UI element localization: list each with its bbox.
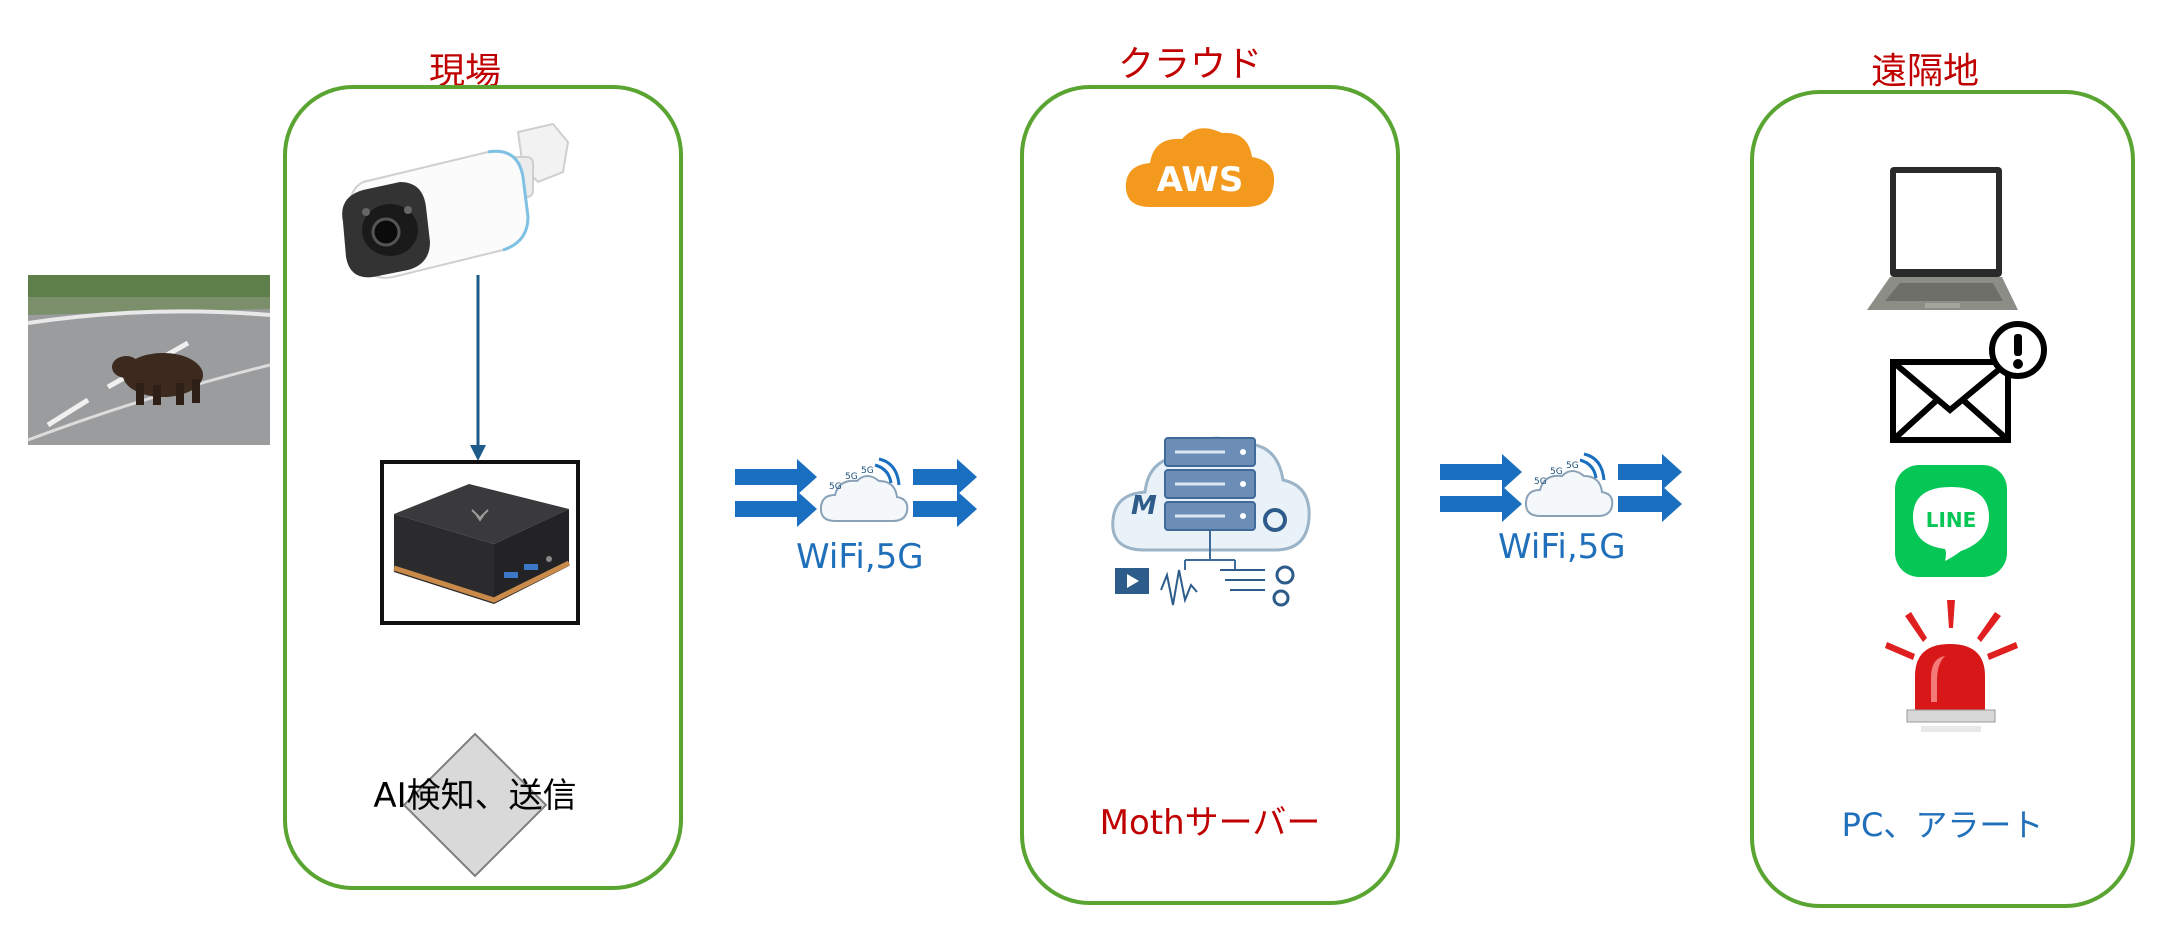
right-arrow-icon [735,459,817,527]
cloud-5g-icon-2: 5G 5G 5G [1524,452,1614,517]
svg-text:5G: 5G [1550,467,1563,477]
cloud-panel-title: クラウド [1117,44,1262,85]
network-link-2-label: WiFi,5G [1498,527,1626,567]
svg-text:M: M [1131,491,1157,521]
laptop-icon [1865,165,2020,315]
aws-logo: AWS [1120,115,1280,215]
cloud-panel-label: Mothサーバー [1099,803,1321,843]
bear-on-road-photo [28,275,270,445]
mini-pc-box [380,460,580,625]
mail-alert-icon [1885,320,2050,445]
svg-text:LINE: LINE [1926,508,1977,532]
svg-text:5G: 5G [861,466,874,476]
svg-text:5G: 5G [845,472,858,482]
siren-icon [1883,598,2018,738]
network-link-1: 5G 5G 5G [735,445,985,545]
cloud-server-icon: M [1105,420,1315,620]
mini-pc-icon [393,484,571,604]
svg-text:5G: 5G [1566,461,1579,471]
security-camera-icon [338,112,588,282]
remote-panel-title: 遠隔地 [1870,51,1979,92]
camera-to-pc-arrow [468,275,488,463]
remote-panel-label: PC、アラート [1841,806,2044,844]
network-link-2: 5G 5G 5G [1440,440,1690,540]
decision-diamond [400,730,550,880]
svg-text:5G: 5G [829,482,842,492]
svg-text:5G: 5G [1534,477,1547,487]
site-panel-label: AI検知、送信 [373,776,577,816]
svg-text:AWS: AWS [1157,160,1244,200]
network-link-1-label: WiFi,5G [796,537,924,577]
line-app-icon: LINE [1895,465,2007,577]
cloud-5g-icon: 5G 5G 5G [819,457,909,522]
